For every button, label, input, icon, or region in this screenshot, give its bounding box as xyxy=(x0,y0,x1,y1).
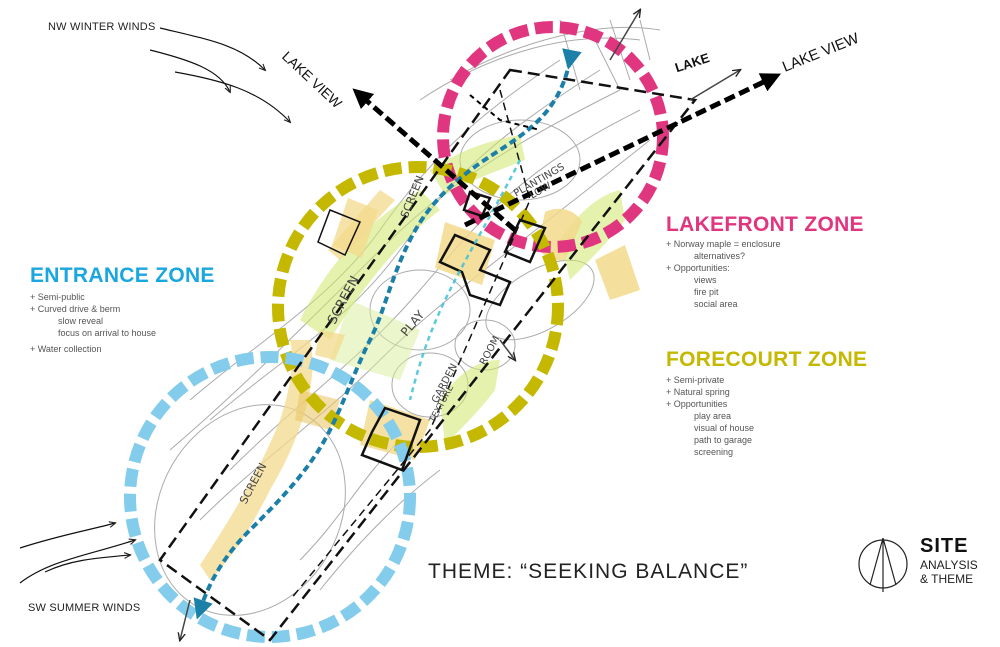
lakefront-note: views xyxy=(694,275,717,285)
lakefront-note: + Norway maple = enclosure xyxy=(666,239,781,249)
lakefront-note: alternatives? xyxy=(694,251,746,261)
stamp-line-2: & THEME xyxy=(920,572,974,586)
sw-summer-winds-label: SW SUMMER WINDS xyxy=(28,602,141,614)
entrance-note: + Water collection xyxy=(30,344,102,354)
wind-arrow-icon xyxy=(19,27,290,584)
forecourt-note: + Semi-private xyxy=(666,375,725,385)
lakefront-note: social area xyxy=(694,299,738,309)
stamp-line-1: ANALYSIS xyxy=(920,558,978,572)
view-arrow-icon xyxy=(352,73,782,232)
entrance-zone-title: ENTRANCE ZONE xyxy=(30,264,215,287)
entrance-zone-circle xyxy=(124,351,416,643)
lakefront-zone-notes: + Norway maple = enclosure alternatives?… xyxy=(666,238,781,310)
forecourt-zone-notes: + Semi-private + Natural spring + Opport… xyxy=(666,374,754,458)
nw-winter-winds-label: NW WINTER WINDS xyxy=(48,21,156,33)
entrance-zone-notes: + Semi-public + Curved drive & berm slow… xyxy=(30,291,156,355)
forecourt-note: + Natural spring xyxy=(666,387,730,397)
lakefront-note: fire pit xyxy=(694,287,719,297)
entrance-note: + Curved drive & berm xyxy=(30,304,121,314)
entrance-note: slow reveal xyxy=(58,316,104,326)
entrance-note: + Semi-public xyxy=(30,292,85,302)
forecourt-note: play area xyxy=(694,411,732,421)
entrance-note: focus on arrival to house xyxy=(58,328,157,338)
lakefront-note: + Opportunities: xyxy=(666,263,730,273)
forecourt-zone-title: FORECOURT ZONE xyxy=(666,348,868,371)
forecourt-note: + Opportunities xyxy=(666,399,728,409)
north-arrow-icon xyxy=(858,537,908,592)
stamp-title: SITE xyxy=(920,535,969,557)
forecourt-note: path to garage xyxy=(694,435,753,445)
lakefront-zone-title: LAKEFRONT ZONE xyxy=(666,213,864,236)
lakefront-zone-circle xyxy=(437,21,669,253)
theme-title: THEME: “SEEKING BALANCE” xyxy=(428,560,749,583)
forecourt-note: screening xyxy=(694,447,734,457)
forecourt-note: visual of house xyxy=(694,423,755,433)
